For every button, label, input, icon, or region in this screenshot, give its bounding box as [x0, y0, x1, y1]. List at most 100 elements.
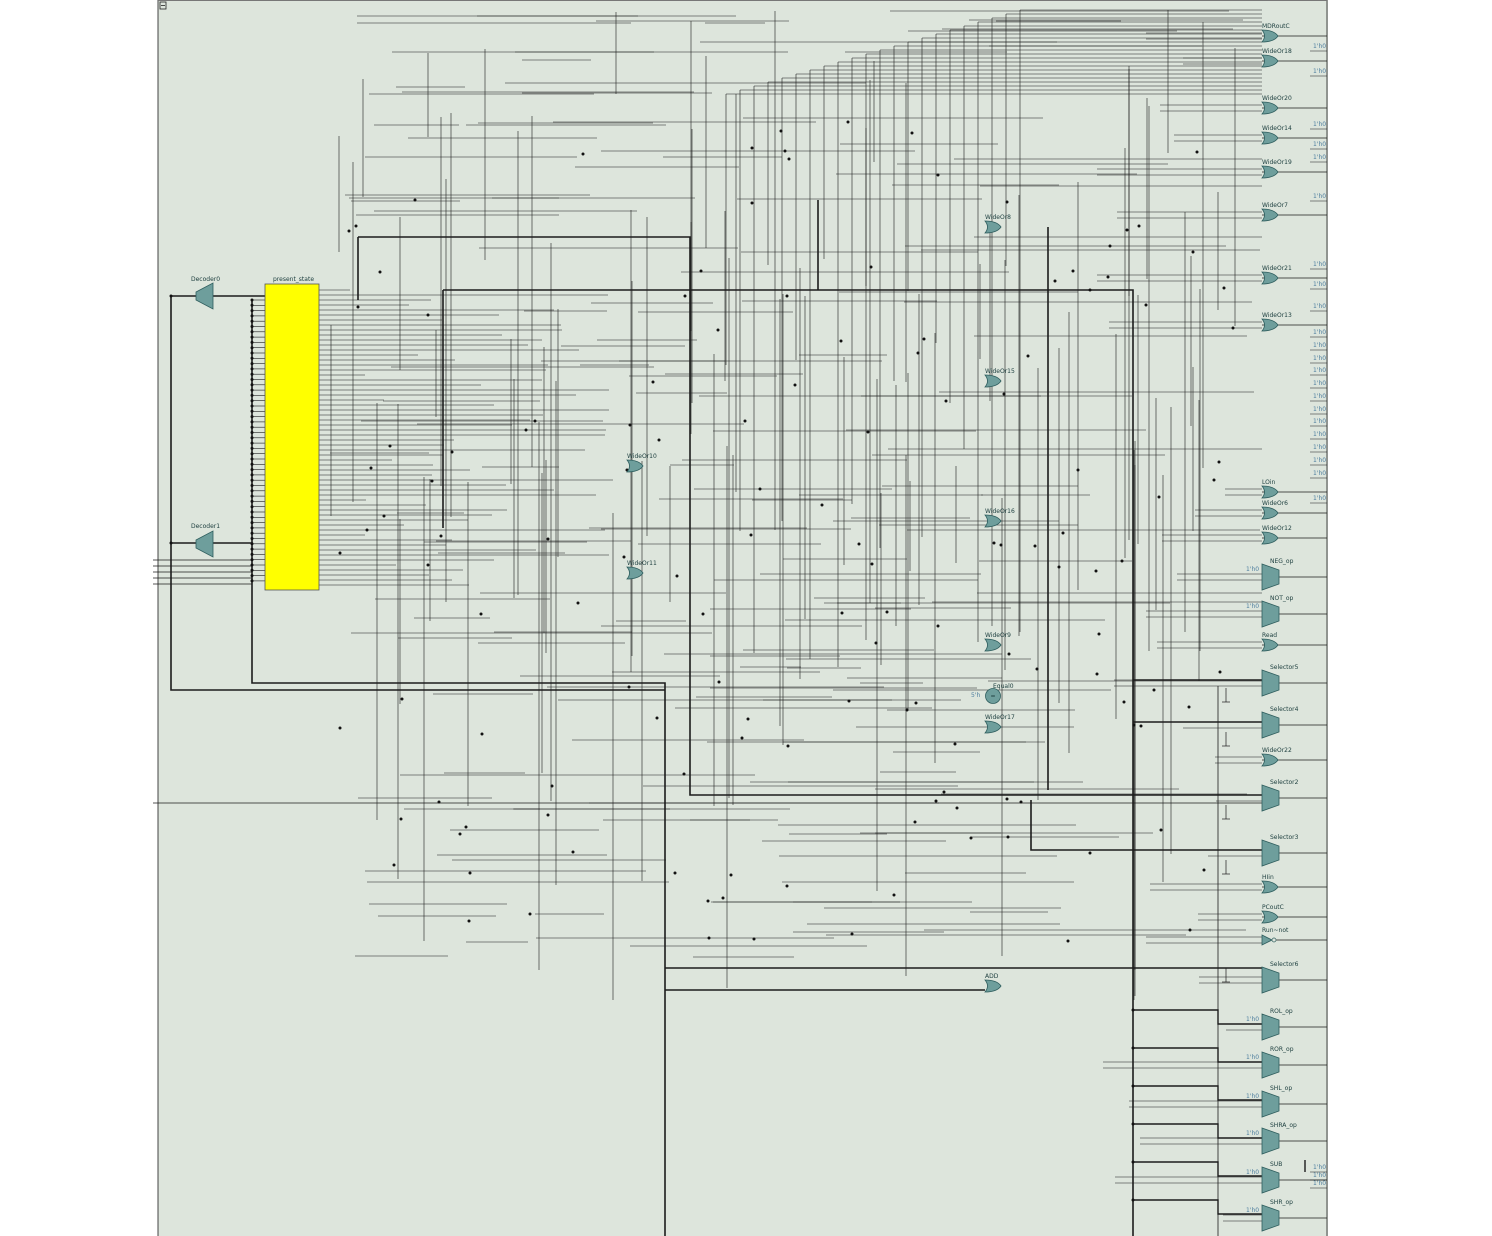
gate-wideor9[interactable]: WideOr9	[984, 632, 1011, 652]
gate-shl[interactable]: SHL_op1'h0	[1246, 1085, 1292, 1118]
junction-dot	[250, 537, 254, 540]
junction-dot	[524, 428, 528, 432]
gate-wideor11[interactable]: WideOr11	[626, 560, 657, 580]
junction-dot	[365, 528, 369, 532]
gate-shra[interactable]: SHRA_op1'h0	[1246, 1122, 1297, 1155]
junction-dot	[347, 229, 351, 233]
junction-dot	[450, 450, 454, 454]
gate-const-shl: 1'h0	[1246, 1093, 1259, 1100]
wire	[1133, 1009, 1262, 1025]
gate-loin[interactable]: LOin	[1261, 479, 1279, 499]
junction-dot	[651, 380, 655, 384]
gate-runnot[interactable]: Run~not	[1261, 927, 1289, 946]
wire	[358, 236, 1262, 796]
gate-label-wideor17: WideOr17	[985, 714, 1015, 721]
gate-wideor22[interactable]: WideOr22	[1261, 747, 1292, 767]
junction-dot	[388, 444, 392, 448]
gate-wideor21[interactable]: WideOr21	[1261, 265, 1292, 285]
output-const-label: 1'h0	[1313, 355, 1326, 362]
junction-dot	[169, 294, 173, 298]
junction-dot	[338, 726, 342, 730]
output-const-label: 1'h0	[1313, 121, 1326, 128]
junction-dot	[839, 339, 843, 343]
junction-dot	[627, 685, 631, 689]
gate-label-wideor10: WideOr10	[627, 453, 657, 460]
junction-dot	[675, 574, 679, 578]
decoder0-label: Decoder0	[191, 276, 220, 283]
present-state-register[interactable]: present_state	[264, 276, 320, 591]
output-const-label: 1'h0	[1313, 431, 1326, 438]
junction-dot	[250, 542, 254, 546]
output-const-label: 1'h0	[1313, 393, 1326, 400]
junction-dot	[1195, 150, 1199, 154]
junction-dot	[430, 479, 434, 483]
ground-icon	[1222, 860, 1230, 875]
output-const-label: 1'h0	[1313, 418, 1326, 425]
gate-wideor6[interactable]: WideOr6	[1261, 500, 1288, 520]
gate-wideor7[interactable]: WideOr7	[1261, 202, 1288, 222]
decoder0-block[interactable]: Decoder0	[191, 276, 220, 310]
gate-read[interactable]: Read	[1261, 632, 1279, 652]
junction-dot	[250, 409, 254, 413]
gate-not[interactable]: NOT_op1'h0	[1246, 595, 1294, 628]
decoder1-label: Decoder1	[191, 523, 220, 530]
junction-dot	[250, 319, 254, 323]
junction-dot	[1006, 835, 1010, 839]
decoder1-block[interactable]: Decoder1	[191, 523, 220, 558]
junction-dot	[400, 697, 404, 701]
gate-wideor19[interactable]: WideOr19	[1261, 159, 1292, 179]
junction-dot	[750, 146, 754, 150]
collapse-box-icon[interactable]	[159, 1, 167, 10]
gate-sel6[interactable]: Selector6	[1261, 961, 1299, 994]
junction-dot	[846, 120, 850, 124]
junction-dot	[1088, 288, 1092, 292]
gate-wideor14[interactable]: WideOr14	[1261, 125, 1292, 145]
gate-pcoutc[interactable]: PCoutC	[1261, 904, 1284, 924]
junction-dot	[250, 404, 254, 408]
junction-dot	[934, 799, 938, 803]
junction-dot	[1217, 460, 1221, 464]
gate-sel5[interactable]: Selector5	[1261, 664, 1299, 697]
junction-dot	[356, 305, 360, 309]
junction-dot	[250, 552, 254, 556]
gate-hiin[interactable]: HIin	[1261, 874, 1279, 894]
gate-wideor16[interactable]: WideOr16	[984, 508, 1015, 528]
junction-dot	[250, 351, 254, 355]
junction-dot	[250, 468, 254, 472]
gate-wideor13[interactable]: WideOr13	[1261, 312, 1292, 332]
gate-label-sel5: Selector5	[1270, 664, 1299, 671]
gate-wideor20[interactable]: WideOr20	[1261, 95, 1292, 115]
gate-wideor10[interactable]: WideOr10	[626, 453, 657, 473]
gate-ror[interactable]: ROR_op1'h0	[1246, 1046, 1294, 1079]
gate-wideor8[interactable]: WideOr8	[984, 214, 1011, 234]
gate-wideor18[interactable]: WideOr18	[1261, 48, 1292, 68]
gate-wideor15[interactable]: WideOr15	[984, 368, 1015, 388]
junction-dot	[916, 351, 920, 355]
gate-rol[interactable]: ROL_op1'h0	[1246, 1008, 1293, 1041]
junction-dot	[250, 431, 254, 434]
gate-sel3[interactable]: Selector3	[1261, 834, 1299, 867]
junction-dot	[250, 484, 254, 487]
gate-add[interactable]: ADD	[984, 973, 1002, 993]
junction-dot	[250, 378, 254, 381]
junction-dot	[750, 201, 754, 205]
junction-dot	[250, 526, 254, 530]
gate-label-runnot: Run~not	[1262, 927, 1289, 934]
gate-sel2[interactable]: Selector2	[1261, 779, 1299, 812]
output-const-label: 1'h0	[1313, 193, 1326, 200]
wire	[170, 296, 665, 691]
wire-network	[153, 9, 1327, 1236]
junction-dot	[378, 270, 382, 274]
gate-mdrout[interactable]: MDRoutC	[1261, 23, 1290, 43]
gate-shr[interactable]: SHR_op1'h0	[1246, 1199, 1293, 1232]
gate-label-sub: SUB	[1270, 1161, 1282, 1168]
gate-neg[interactable]: NEG_op1'h0	[1246, 558, 1294, 591]
gate-wideor12[interactable]: WideOr12	[1261, 525, 1292, 545]
gate-sel4[interactable]: Selector4	[1261, 706, 1299, 739]
gate-label-wideor8: WideOr8	[985, 214, 1011, 221]
gate-wideor17[interactable]: WideOr17	[984, 714, 1015, 734]
output-const-label: 1'h0	[1313, 154, 1326, 161]
